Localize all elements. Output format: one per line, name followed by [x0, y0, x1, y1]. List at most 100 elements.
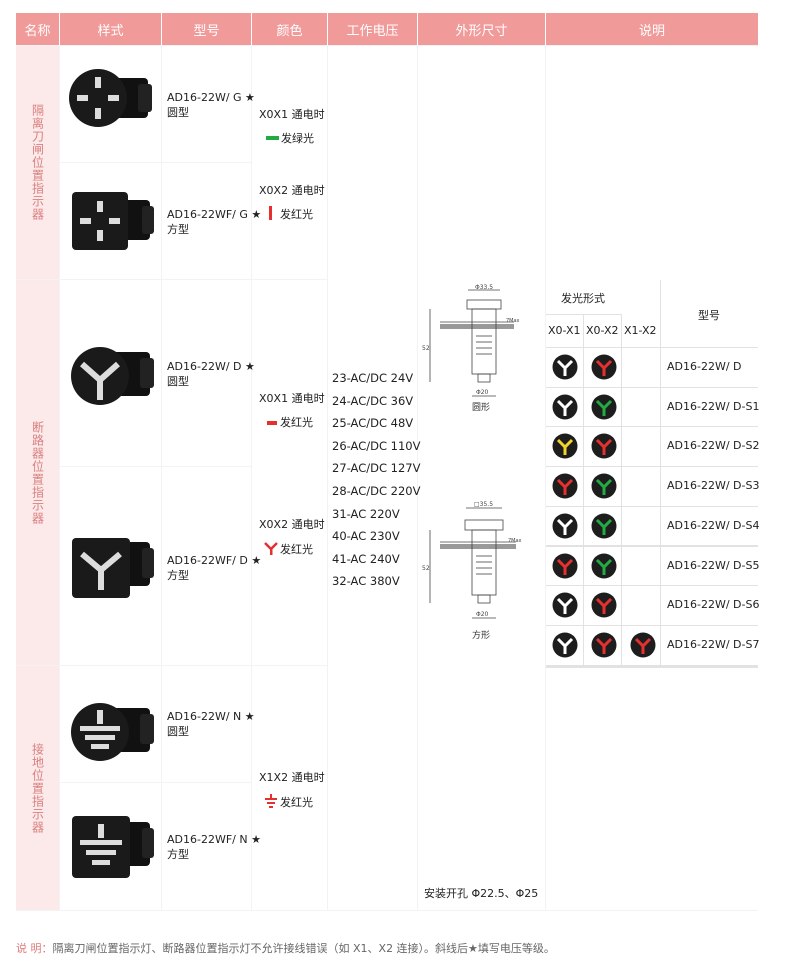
voltage-cell: [328, 46, 417, 910]
svg-text:7Max: 7Max: [508, 538, 522, 544]
svg-text:52: 52: [422, 565, 430, 572]
header-dimensions: 外形尺寸: [418, 13, 545, 45]
lamp-y-icon: [591, 513, 617, 539]
header-style: 样式: [60, 13, 161, 45]
green-bar-icon: [266, 136, 279, 140]
lamp-y-icon: [552, 394, 578, 420]
desc-model-header: 型号: [698, 309, 720, 322]
desc-row-cell: [661, 348, 758, 387]
desc-row-cell: [622, 546, 660, 586]
lamp-y-icon: [591, 592, 617, 618]
desc-col-x0x2: X0-X2: [586, 324, 619, 337]
desc-row-cell: [622, 586, 660, 625]
header-voltage: 工作电压: [328, 13, 417, 45]
dimension-cell: [418, 46, 545, 910]
color-d2-text: X0X2 通电时: [259, 518, 325, 531]
svg-text:7Max: 7Max: [506, 318, 520, 324]
color-g1-text: X0X1 通电时: [259, 108, 325, 121]
desc-row-cell: [661, 506, 758, 546]
voltage-item: 40-AC 230V: [332, 529, 400, 544]
voltage-item: 23-AC/DC 24V: [332, 371, 414, 385]
desc-row-model: AD16-22W/ D-S2: [667, 439, 760, 453]
header-description: 说明: [546, 13, 758, 45]
category-breaker: 断路器位置指示器: [16, 280, 59, 665]
model-3: AD16-22W/ D ★圆型: [167, 360, 255, 388]
footnote-text: 隔离刀闸位置指示灯、断路器位置指示灯不允许接线错误（如 X1、X2 连接）。斜线…: [52, 942, 555, 955]
lamp-y-icon: [552, 433, 578, 459]
red-bar-icon: [267, 421, 277, 425]
red-vertical-bar-icon: [269, 206, 272, 220]
footnote-label: 说 明：: [16, 942, 53, 955]
desc-row-cell: [661, 625, 758, 665]
desc-model-header-cell: [661, 280, 758, 347]
voltage-item: 27-AC/DC 127V: [332, 461, 421, 476]
voltage-list: 23-AC/DC 24V 24-AC/DC 36V 25-AC/DC 48V 2…: [332, 367, 420, 593]
color-cell-isolator: [252, 46, 327, 279]
lamp-y-icon: [552, 513, 578, 539]
square-dimension-drawing: □35.5 52 7Max Φ20 方形: [422, 501, 522, 641]
desc-row-model: AD16-22W/ D-S3: [667, 479, 760, 493]
header-model: 型号: [162, 13, 251, 45]
color-n-text: X1X2 通电时: [259, 771, 325, 784]
svg-text:方形: 方形: [472, 629, 490, 641]
desc-row-cell: [622, 427, 660, 467]
desc-row-model: AD16-22W/ D-S4: [667, 518, 760, 532]
color-cell-breaker: [252, 280, 327, 665]
product-round-isolator: [69, 69, 152, 127]
model-2: AD16-22WF/ G ★方型: [167, 208, 262, 236]
model-1: AD16-22W/ G ★圆型: [167, 91, 255, 119]
desc-row-cell: [661, 387, 758, 427]
lamp-y-icon: [591, 632, 617, 658]
color-g1-result: 发绿光: [281, 132, 314, 145]
voltage-item: 32-AC 380V: [332, 574, 400, 589]
voltage-item: 26-AC/DC 110V: [332, 438, 421, 453]
desc-row-cell: [622, 348, 660, 387]
model-cell-1: [162, 46, 251, 162]
model-cell-3: [162, 280, 251, 466]
category-isolator: 隔离刀闸位置指示器: [16, 46, 59, 279]
model-cell-4: [162, 467, 251, 665]
product-round-breaker: [71, 347, 154, 405]
desc-row-cell: [661, 427, 758, 467]
lamp-y-icon: [552, 473, 578, 499]
desc-row-model: AD16-22W/ D-S5: [667, 558, 760, 572]
header-name: 名称: [16, 13, 59, 45]
desc-col-cell: [584, 315, 621, 347]
product-square-breaker: [72, 538, 154, 598]
red-ground-icon: [265, 794, 277, 808]
svg-text:Φ20: Φ20: [476, 389, 489, 396]
voltage-item: 41-AC 240V: [332, 551, 400, 566]
desc-row-cell: [661, 467, 758, 506]
svg-text:圆形: 圆形: [472, 401, 490, 413]
color-cell-ground: [252, 666, 327, 910]
lamp-y-icon: [552, 632, 578, 658]
lamp-y-icon: [591, 473, 617, 499]
desc-row-cell: [622, 506, 660, 546]
desc-row-model: AD16-22W/ D: [667, 360, 742, 373]
svg-text:□35.5: □35.5: [474, 501, 493, 508]
color-d1-result: 发红光: [280, 416, 313, 429]
model-cell-6: [162, 783, 251, 910]
desc-col-cell: [622, 280, 660, 347]
model-4: AD16-22WF/ D ★方型: [167, 554, 262, 582]
model-6: AD16-22WF/ N ★方型: [167, 833, 261, 861]
lamp-y-icon: [591, 354, 617, 380]
model-5: AD16-22W/ N ★圆型: [167, 710, 255, 738]
desc-row-cell: [661, 586, 758, 625]
lamp-y-icon: [552, 354, 578, 380]
round-dimension-drawing: Φ33.5 52 7Max Φ20 圆形: [422, 284, 520, 413]
voltage-item: 25-AC/DC 48V: [332, 416, 414, 431]
voltage-item: 24-AC/DC 36V: [332, 393, 414, 408]
lamp-y-icon: [591, 433, 617, 459]
svg-text:Φ33.5: Φ33.5: [475, 284, 493, 291]
header-color: 颜色: [252, 13, 327, 45]
lamp-y-icon: [591, 553, 617, 578]
color-d1-text: X0X1 通电时: [259, 392, 325, 405]
product-square-ground: [72, 816, 154, 878]
desc-row-cell: [622, 387, 660, 427]
model-cell-2: [162, 163, 251, 279]
product-round-ground: [71, 703, 154, 761]
desc-mode-header: 发光形式: [561, 292, 605, 305]
product-square-isolator: [72, 192, 154, 250]
color-g2-result: 发红光: [280, 208, 313, 221]
